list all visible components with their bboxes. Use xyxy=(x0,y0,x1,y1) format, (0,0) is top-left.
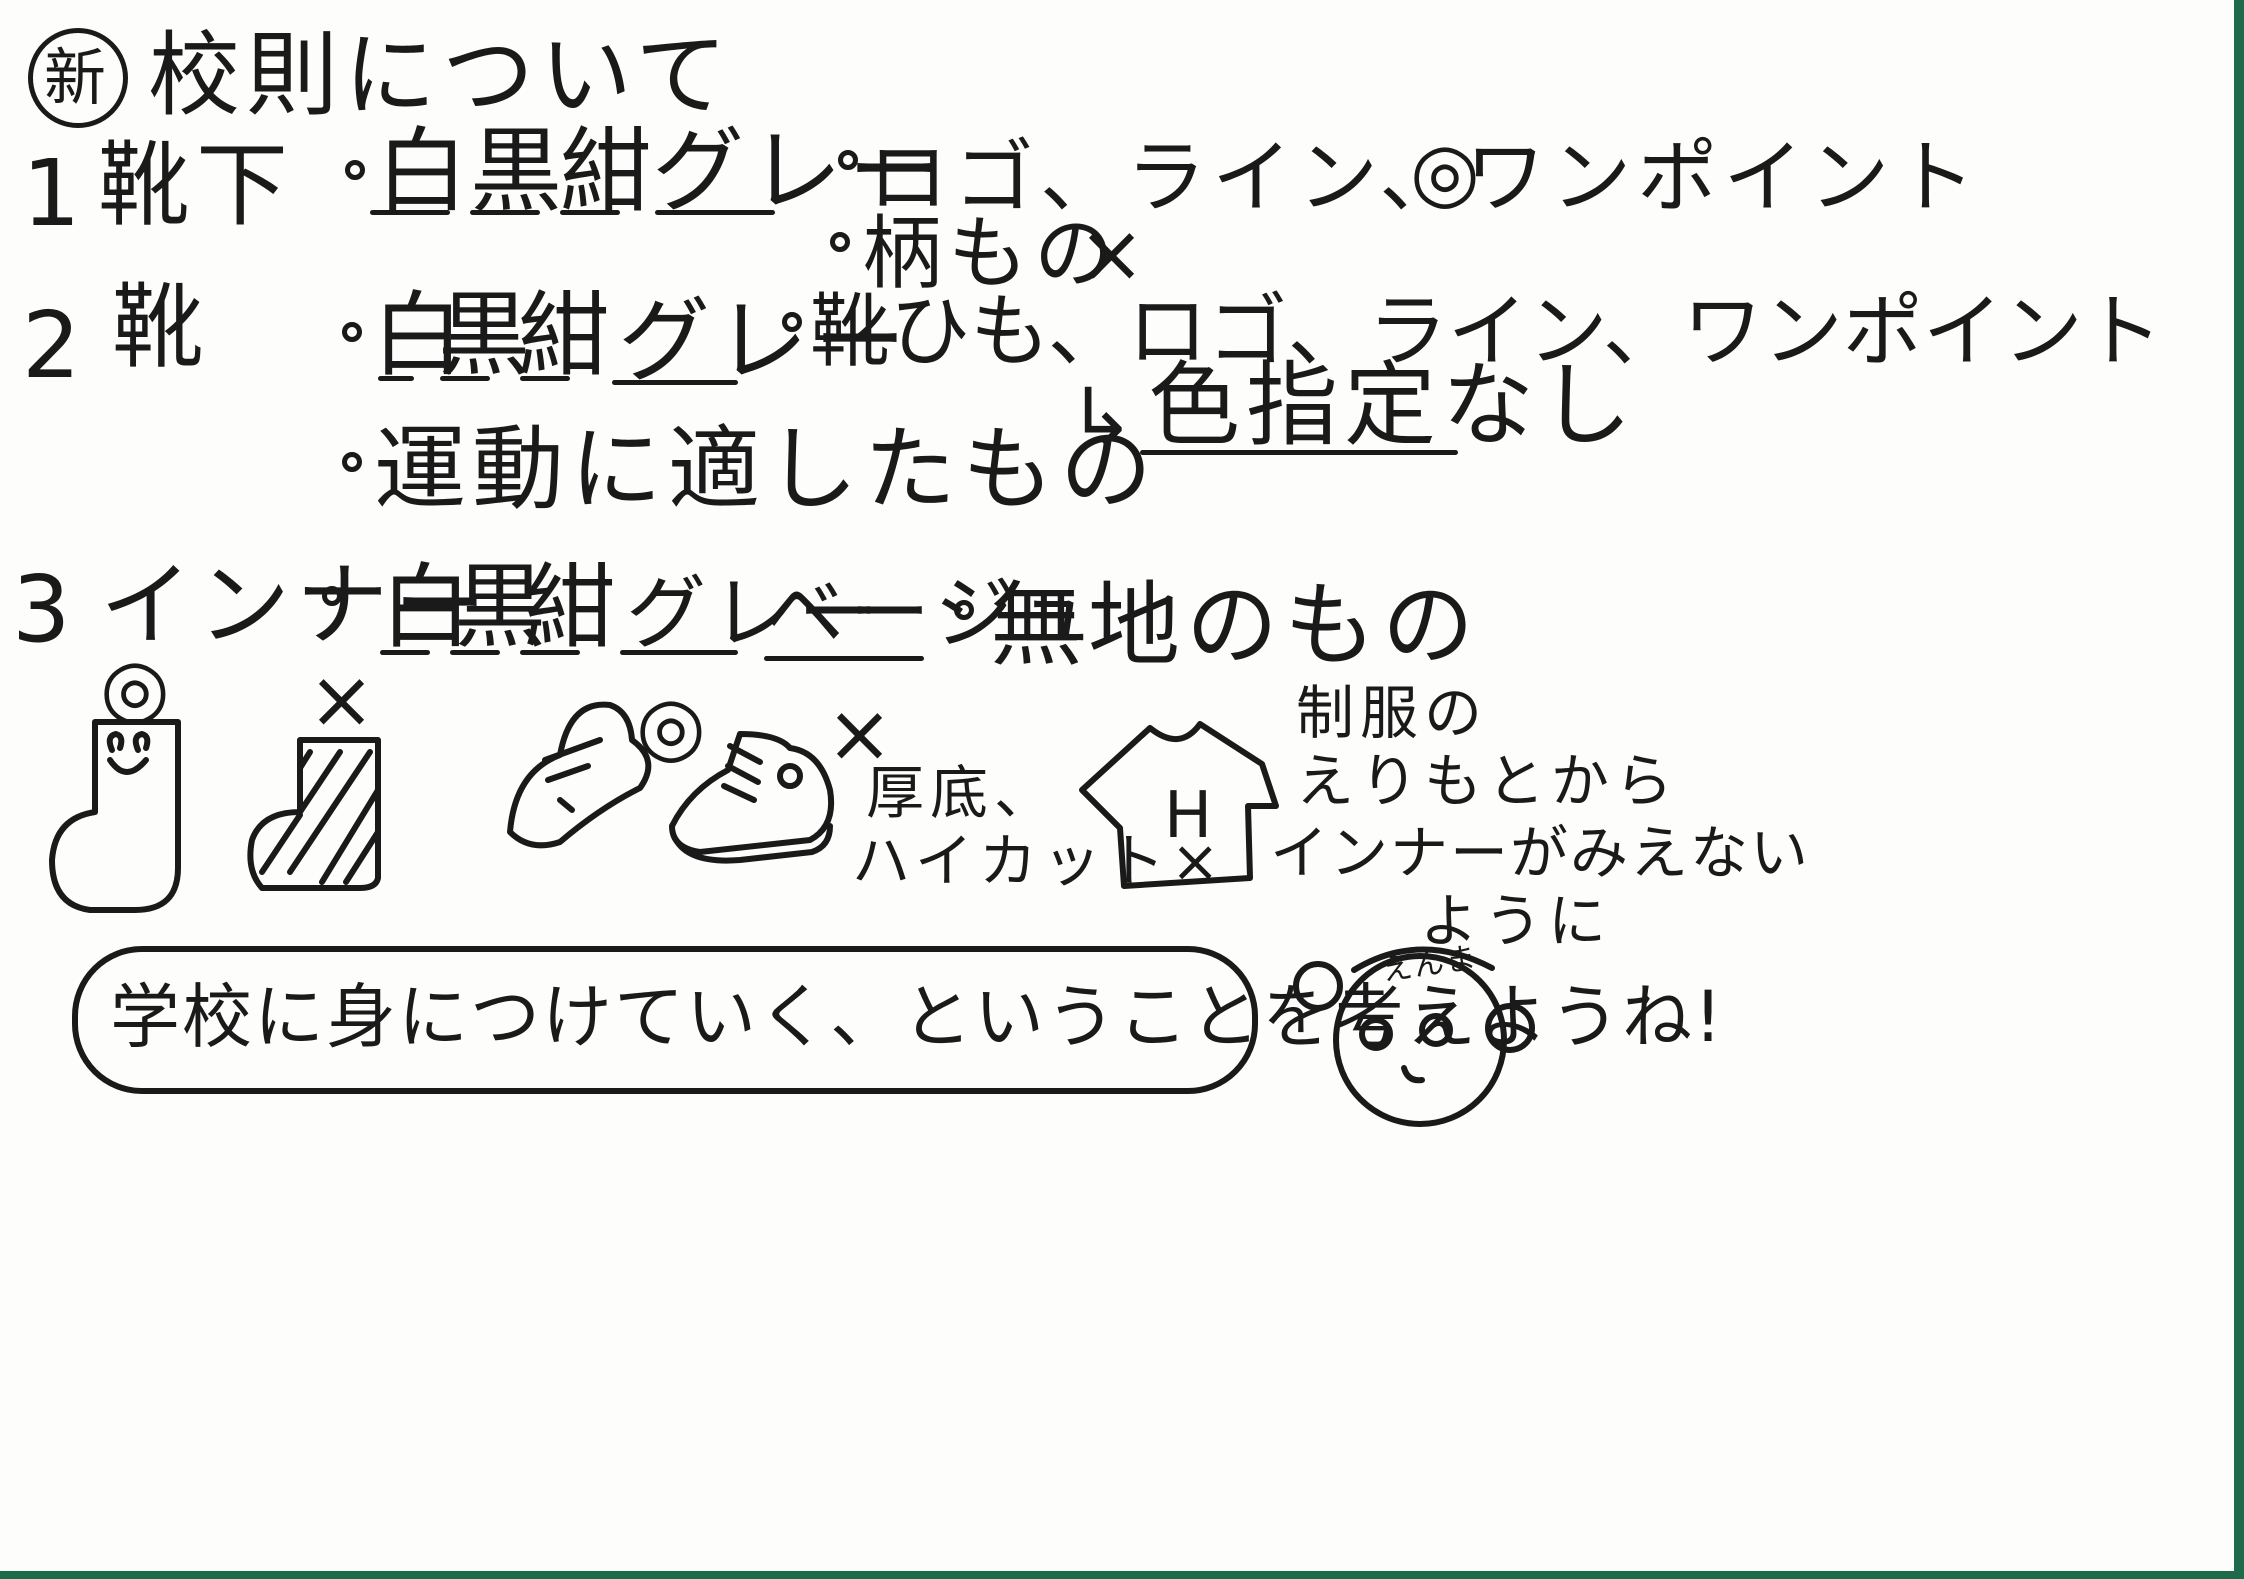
shirt-note-line-4: ように xyxy=(1420,887,1613,955)
shirt-note-line-2: えりもとから xyxy=(1296,747,1679,815)
speech-text: 学校に身につけていく、ということを考えようね! xyxy=(110,976,1725,1058)
item-2-note-laces: 靴ひも、ロゴ、ライン、ワンポイント xyxy=(810,285,2163,378)
bullet xyxy=(954,600,974,620)
bullet xyxy=(782,312,802,332)
item-1-number: 1 xyxy=(22,140,87,247)
underline xyxy=(655,210,775,215)
sock-ng-icon xyxy=(247,737,381,891)
item-2-color-navy: 紺 xyxy=(518,282,617,389)
bullet xyxy=(342,322,362,342)
item-1-note-logo-mark: ◎ xyxy=(1410,125,1486,218)
item-2-color-black: 黒 xyxy=(438,282,537,389)
underline xyxy=(378,376,414,381)
item-3-color-black: 黒 xyxy=(454,554,553,661)
bullet xyxy=(342,452,362,472)
item-1-name: 靴下 xyxy=(98,132,295,239)
item-3-number: 3 xyxy=(12,556,77,663)
item-2-color-gray: グレー xyxy=(618,288,913,395)
underline xyxy=(450,650,500,655)
speech-bubble xyxy=(72,946,1258,1094)
underline xyxy=(380,650,430,655)
item-2-name: 靴 xyxy=(112,274,211,381)
item-3-color-gray: グレー xyxy=(626,567,884,660)
item-2-note-sports: 運動に適したもの xyxy=(374,416,1159,523)
item-1-color-white: 白 xyxy=(376,118,475,225)
underline xyxy=(470,210,540,215)
underline xyxy=(520,376,570,381)
shirt-note-line-1: 制服の xyxy=(1296,679,1489,747)
bullet xyxy=(830,232,850,252)
item-2-color-white: 白 xyxy=(372,282,471,389)
item-1-note-pattern-mark: × xyxy=(1078,207,1152,300)
title-circled-char: 新 xyxy=(43,41,112,114)
item-1-note-pattern: 柄もの xyxy=(862,207,1120,300)
sock-ok-mark: ◎ xyxy=(100,641,176,734)
item-3-color-navy: 紺 xyxy=(524,554,623,661)
underline xyxy=(764,656,924,661)
underline xyxy=(1140,450,1458,455)
item-2-number: 2 xyxy=(22,292,87,399)
arrow-glyph: ↳ xyxy=(1068,371,1142,464)
item-3-color-white: 白 xyxy=(380,554,479,661)
item-1-note-logo: ロゴ、ライン、ワンポイント xyxy=(868,131,1982,224)
title-circle: 新 xyxy=(28,28,128,128)
page-title: 校則について xyxy=(148,22,734,129)
underline xyxy=(370,210,450,215)
shoe-ok-mark: ◎ xyxy=(636,679,712,772)
underline xyxy=(520,650,580,655)
item-3-name: インナー xyxy=(100,552,493,659)
item-1-color-black: 黒 xyxy=(470,118,569,225)
sock-ok-icon xyxy=(49,719,181,913)
item-1-color-navy: 紺 xyxy=(560,118,659,225)
item-1-color-gray: グレー xyxy=(652,118,947,225)
bullet xyxy=(838,150,858,170)
shirt-letter: H xyxy=(1164,779,1219,853)
item-3-note-plain: 無地のもの xyxy=(990,572,1481,679)
shirt-note-line-3: インナーがみえない xyxy=(1270,819,1811,887)
sock-ng-mark: × xyxy=(308,653,382,746)
shoe-ng-mark: × xyxy=(826,687,900,780)
item-3-color-beige: ベージュ xyxy=(764,567,1101,660)
underline xyxy=(560,210,620,215)
bullet xyxy=(322,586,342,606)
item-2-arrow-note: 色指定なし xyxy=(1148,352,1639,459)
underline xyxy=(612,380,738,385)
underline xyxy=(620,650,738,655)
shoe-ok-icon xyxy=(507,701,652,849)
underline xyxy=(440,376,490,381)
bullet xyxy=(345,160,365,180)
shoe-ng-note-1: 厚底、 xyxy=(866,759,1059,827)
